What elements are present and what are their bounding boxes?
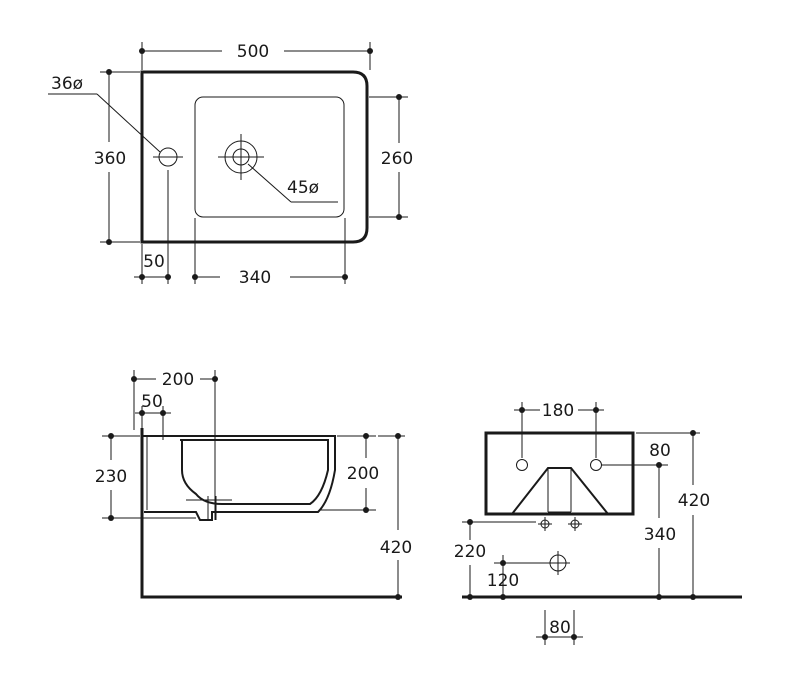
dim-front-waste-offset-label: 120 [487,571,519,591]
dim-top-width-label: 500 [237,42,269,62]
side-view-wall-floor [140,428,402,599]
dim-basin-depth [369,94,408,220]
dim-tap-offset-label: 50 [143,252,165,272]
dim-top-width [139,42,373,70]
dim-front-waste-height [462,519,536,600]
dim-side-bowl-height-label: 230 [95,467,127,487]
dim-side-wall-offset [135,406,171,440]
tap-hole-icon [153,147,183,167]
top-view: 500 360 36ø 45ø [48,42,413,288]
dim-side-basin-height-label: 200 [347,464,379,484]
dim-side-mount-height [378,433,405,600]
front-view-trap [547,468,572,513]
dim-front-fixing-height-label: 340 [644,525,676,545]
dim-basin-width-label: 340 [239,268,271,288]
dim-front-waste-offset [494,555,546,600]
front-view: 180 80 340 420 [454,401,742,645]
side-view: 200 50 230 200 [95,370,412,600]
side-view-drain [186,496,232,520]
front-view-pedestal [511,467,609,515]
dim-front-waste-height-label: 220 [454,542,486,562]
fixing-hole-right-icon [590,459,602,471]
front-view-outline [484,431,635,516]
dim-front-total-height-label: 420 [678,491,710,511]
dim-side-drain-offset-label: 200 [162,370,194,390]
top-view-outline [140,70,369,244]
dim-side-drain-offset [131,370,218,520]
drain-hole-leader [247,163,338,203]
dim-front-fixing-spacing-label: 180 [542,401,574,421]
dim-front-waste-spacing [536,610,583,645]
trap-outlet-icon [538,517,582,531]
dim-front-total-height [690,430,696,600]
dim-front-fixing-height [656,462,662,600]
dim-side-basin-height [320,433,376,513]
dim-front-fixing-drop-label: 80 [649,441,671,461]
tap-hole-label: 36ø [51,74,83,94]
dim-side-mount-height-label: 420 [380,538,412,558]
top-view-basin [194,96,345,218]
dim-top-depth [100,69,140,245]
side-view-bowl-outer [142,435,336,521]
drain-hole-icon [218,134,264,180]
dim-side-wall-offset-label: 50 [141,392,163,412]
fixing-hole-left-icon [516,459,528,471]
dim-bottom-chain [134,170,348,284]
side-view-bowl-inner [180,439,329,505]
dim-front-fixing-spacing [514,402,604,458]
dim-side-bowl-height [102,433,196,521]
tap-hole-leader [48,93,161,153]
dim-front-waste-spacing-label: 80 [549,618,571,638]
drain-hole-label: 45ø [287,178,319,198]
dim-top-depth-label: 360 [94,149,126,169]
waste-outlet-icon [546,551,570,575]
dim-basin-depth-label: 260 [381,149,413,169]
